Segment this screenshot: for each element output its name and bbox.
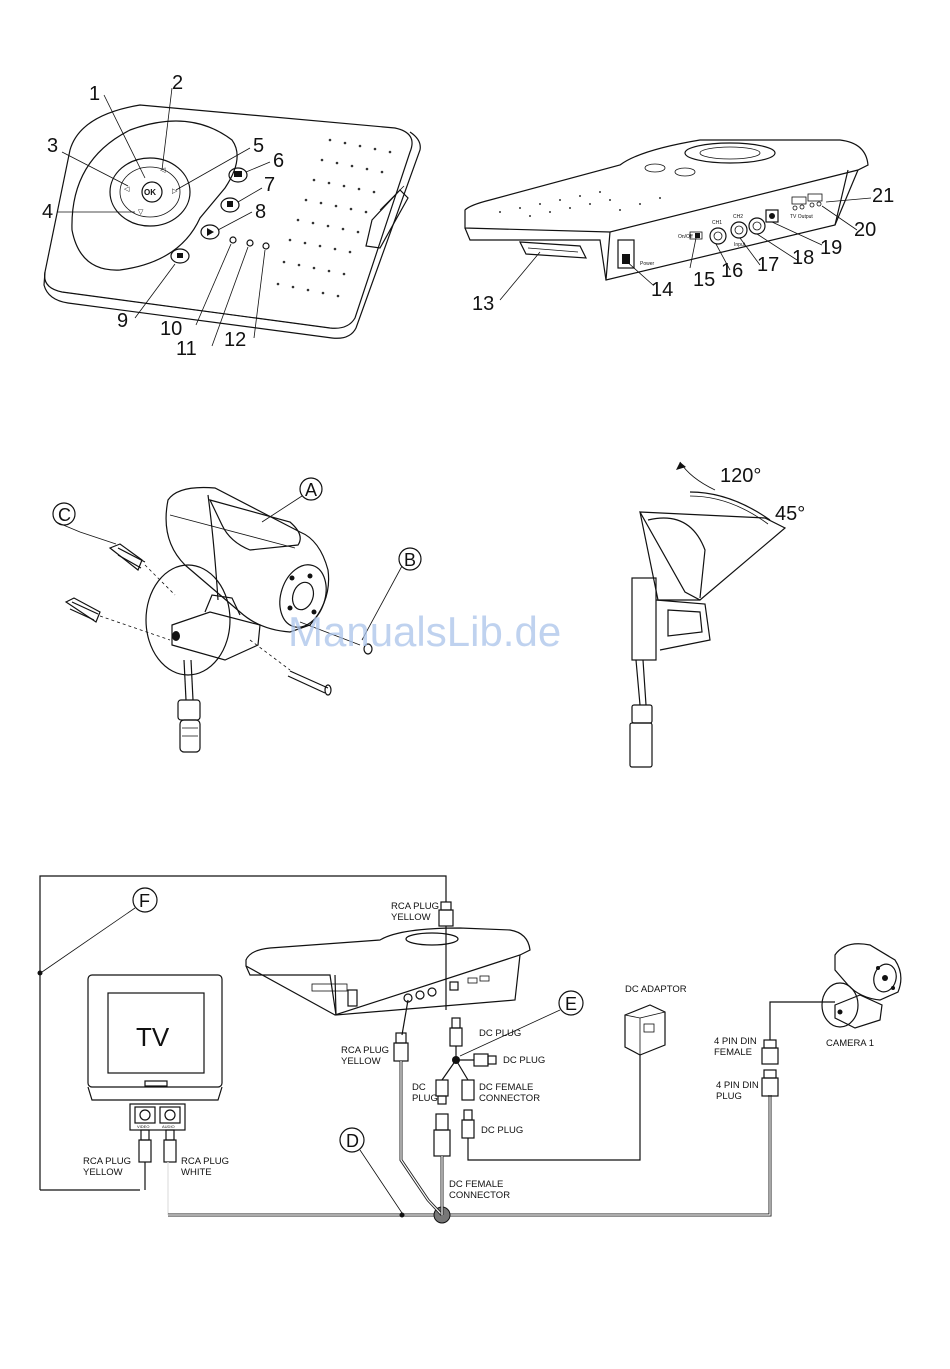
callout-11: 11: [176, 338, 197, 360]
ch1-label: CH1: [712, 220, 722, 226]
callout-3: 3: [47, 135, 58, 157]
label-dc-female-line1: DC FEMALE: [479, 1082, 533, 1093]
callout-2: 2: [172, 72, 183, 94]
svg-text:◁: ◁: [124, 186, 130, 193]
callout-6: 6: [273, 150, 284, 172]
label-din-plug-line2: PLUG: [716, 1091, 742, 1102]
label-din-female-line2: FEMALE: [714, 1047, 752, 1058]
label-dc-plug-top: DC PLUG: [479, 1028, 521, 1039]
connection-diagram: F TV VIDEO AUDIO RCA PLUG YELLOW RCA: [37, 875, 902, 1224]
label-din-female-line1: 4 PIN DIN: [714, 1036, 757, 1047]
callout-20: 20: [854, 219, 876, 241]
camera-1: CAMERA 1: [821, 943, 902, 1049]
receiver-rear-view: Power On/Off CH1 CH2 Input TV Output 13 …: [464, 139, 894, 315]
label-rca-top-line2: YELLOW: [391, 912, 431, 923]
on-off-label: On/Off: [678, 234, 693, 240]
callout-9: 9: [117, 310, 128, 332]
power-label: Power: [640, 261, 655, 267]
speaker-grill: [276, 138, 392, 298]
callout-E: E: [565, 994, 577, 1014]
callout-16: 16: [721, 260, 743, 282]
callout-17: 17: [757, 254, 779, 276]
angle-120: 120°: [720, 465, 761, 487]
callout-C: C: [58, 505, 71, 525]
callout-18: 18: [792, 247, 814, 269]
camera-rotation-diagram: 120° 45°: [629, 461, 805, 768]
callout-5: 5: [253, 135, 264, 157]
tv-screen-text: TV: [136, 1022, 170, 1052]
callout-7: 7: [264, 174, 275, 196]
label-rca-top-line1: RCA PLUG: [391, 901, 439, 912]
label-camera: CAMERA 1: [826, 1038, 874, 1049]
svg-text:▽: ▽: [138, 209, 144, 216]
callout-15: 15: [693, 269, 715, 291]
callout-10: 10: [160, 318, 182, 340]
label-dc-plug-right: DC PLUG: [503, 1055, 545, 1066]
input-label: Input: [734, 242, 746, 248]
tv-rca-yellow-line2: YELLOW: [83, 1167, 123, 1178]
callout-1: 1: [89, 83, 100, 105]
label-dc-female-line2: CONNECTOR: [479, 1093, 540, 1104]
svg-text:◁: ◁: [160, 167, 166, 174]
callout-B: B: [404, 550, 416, 570]
camera-mounting-diagram: A B C: [52, 477, 422, 753]
label-dc-female-bottom-line2: CONNECTOR: [449, 1190, 510, 1201]
tv-rca-white-line2: WHITE: [181, 1167, 212, 1178]
tv-jack-video: VIDEO: [137, 1124, 149, 1129]
label-rca-left-line1: RCA PLUG: [341, 1045, 389, 1056]
svg-text:▷: ▷: [172, 188, 178, 195]
callout-A: A: [305, 480, 317, 500]
label-dc-female-bottom-line1: DC FEMALE: [449, 1179, 503, 1190]
callout-F: F: [139, 891, 150, 911]
callout-21: 21: [872, 185, 894, 207]
label-dc-left-line1: DC: [412, 1082, 426, 1093]
angle-45: 45°: [775, 503, 805, 525]
callout-4: 4: [42, 201, 53, 223]
tv-jack-audio: AUDIO: [162, 1124, 175, 1129]
ch2-label: CH2: [733, 214, 743, 220]
label-rca-left-line2: YELLOW: [341, 1056, 381, 1067]
tv-output-label: TV Output: [790, 214, 813, 220]
receiver-top-view: OK ◁ ◁ ▷ ▽: [42, 72, 421, 360]
tv-rca-white-line1: RCA PLUG: [181, 1156, 229, 1167]
watermark: ManualsLib.de: [288, 608, 561, 655]
label-dc-left-line2: PLUG: [412, 1093, 438, 1104]
dc-adaptor: DC ADAPTOR: [624, 984, 687, 1065]
callout-8: 8: [255, 201, 266, 223]
tv-rca-yellow-line1: RCA PLUG: [83, 1156, 131, 1167]
label-dc-plug-low: DC PLUG: [481, 1125, 523, 1136]
callout-13: 13: [472, 293, 494, 315]
label-dc-adaptor: DC ADAPTOR: [625, 984, 687, 995]
tv-set: TV VIDEO AUDIO: [87, 974, 223, 1215]
label-din-plug-line1: 4 PIN DIN: [716, 1080, 759, 1091]
callout-12: 12: [224, 329, 246, 351]
callout-D: D: [346, 1131, 359, 1151]
callout-14: 14: [651, 279, 673, 301]
callout-19: 19: [820, 237, 842, 259]
receiver-small: [245, 927, 531, 1016]
ok-button-label: OK: [144, 188, 156, 197]
